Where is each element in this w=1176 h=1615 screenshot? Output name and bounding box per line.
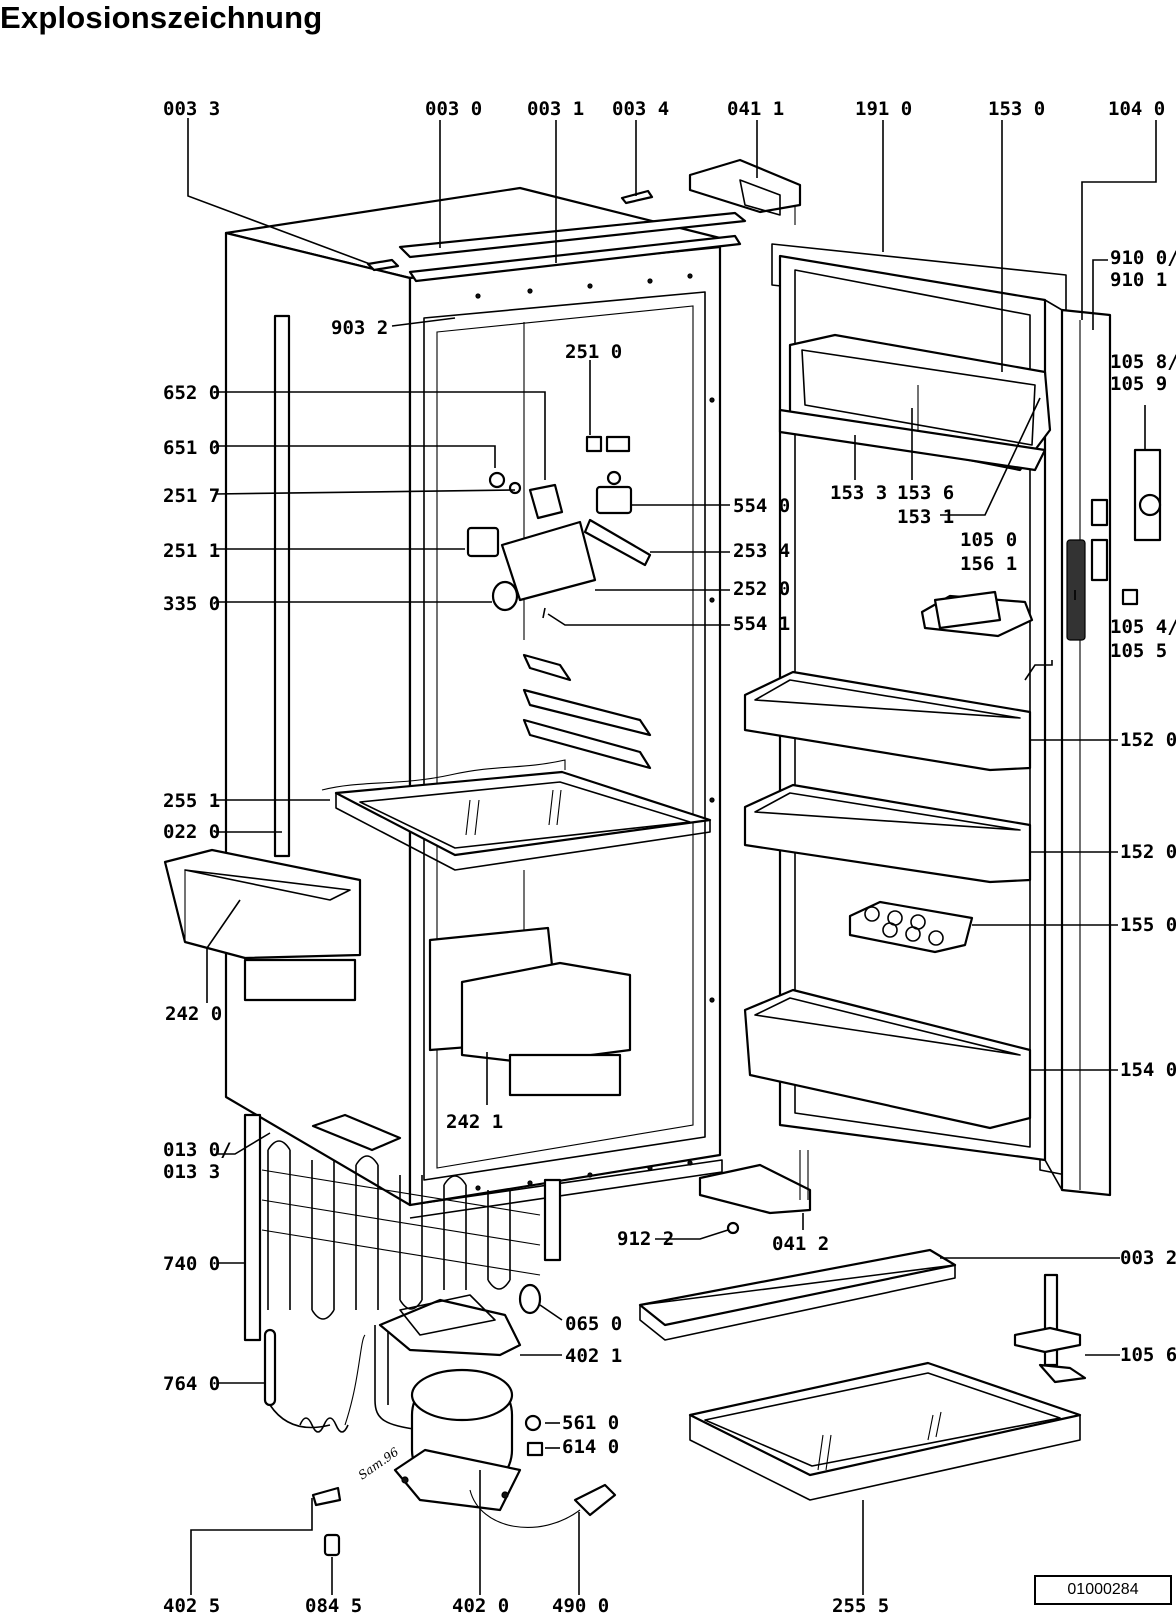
part-labels: 003 3 003 0 003 1 003 4 041 1 191 0 153 …	[163, 98, 1176, 1615]
top-hinge	[688, 158, 802, 225]
condenser	[243, 1113, 562, 1342]
label-0032: 003 2	[1120, 1247, 1176, 1269]
shelf-rails	[522, 653, 652, 770]
label-0031: 003 1	[527, 98, 584, 120]
small-parts	[311, 1486, 342, 1557]
door-shelf-1	[743, 670, 1032, 772]
label-1520-b: 152 0	[1120, 841, 1176, 863]
label-0030: 003 0	[425, 98, 482, 120]
door-lock-mechanism	[1090, 448, 1162, 606]
label-0650: 065 0	[565, 1313, 622, 1335]
label-1530: 153 0	[988, 98, 1045, 120]
compressor	[374, 1283, 617, 1528]
label-9122: 912 2	[617, 1228, 674, 1250]
label-2510: 251 0	[565, 341, 622, 363]
label-1059: 105 9	[1110, 373, 1167, 395]
label-4025: 402 5	[163, 1595, 220, 1615]
bottom-glass-shelf	[688, 1361, 1082, 1501]
label-1050: 105 0	[960, 529, 1017, 551]
label-0130: 013 0/	[163, 1139, 232, 1161]
label-0220: 022 0	[163, 821, 220, 843]
crisper-drawer-inner	[428, 926, 632, 1097]
label-1040: 104 0	[1108, 98, 1165, 120]
label-1536: 153 6	[897, 482, 954, 504]
label-6520: 652 0	[163, 382, 220, 404]
label-6140: 614 0	[562, 1436, 619, 1458]
label-4021: 402 1	[565, 1345, 622, 1367]
label-5541: 554 1	[733, 613, 790, 635]
label-1540: 154 0	[1120, 1059, 1176, 1081]
label-1531: 153 1	[897, 506, 954, 528]
label-7640: 764 0	[163, 1373, 220, 1395]
label-0033: 003 3	[163, 98, 220, 120]
label-1520-a: 152 0	[1120, 729, 1176, 751]
page-title: Explosionszeichnung	[0, 0, 323, 35]
label-2555: 255 5	[832, 1595, 889, 1615]
label-5540: 554 0	[733, 495, 790, 517]
label-7400: 740 0	[163, 1253, 220, 1275]
label-2534: 253 4	[733, 540, 790, 562]
leader-lines	[187, 118, 1157, 1595]
label-4900: 490 0	[552, 1595, 609, 1615]
label-3350: 335 0	[163, 593, 220, 615]
label-4020: 402 0	[452, 1595, 509, 1615]
label-1056: 105 6	[1120, 1344, 1176, 1366]
bottom-hinge	[698, 1150, 812, 1235]
handwritten-note: Sam.96	[356, 1444, 402, 1482]
label-1058: 105 8/	[1110, 351, 1176, 373]
capillary-tube	[263, 1328, 366, 1433]
label-1533: 153 3	[830, 482, 887, 504]
label-1550: 155 0	[1120, 914, 1176, 936]
door-bracket	[1013, 1273, 1087, 1384]
label-2520: 252 0	[733, 578, 790, 600]
label-6510: 651 0	[163, 437, 220, 459]
label-9100: 910 0/	[1110, 247, 1176, 269]
egg-tray	[848, 900, 974, 954]
label-1910: 191 0	[855, 98, 912, 120]
top-cover-strips	[366, 189, 747, 283]
door-shelf-2	[743, 783, 1032, 884]
label-9101: 910 1	[1110, 269, 1167, 291]
label-0412: 041 2	[772, 1233, 829, 1255]
glass-shelf	[321, 759, 712, 871]
thermostat-assembly	[466, 435, 652, 619]
crisper-drawer-left	[163, 848, 362, 1002]
door-shelf-bottle	[743, 988, 1032, 1130]
butter-dish	[920, 590, 1034, 638]
label-0411: 041 1	[727, 98, 784, 120]
label-2420: 242 0	[165, 1003, 222, 1025]
label-0133: 013 3	[163, 1161, 220, 1183]
evaporator-bar	[273, 314, 291, 858]
label-5610: 561 0	[562, 1412, 619, 1434]
label-2421: 242 1	[446, 1111, 503, 1133]
label-9032: 903 2	[331, 317, 388, 339]
cabinet-body	[224, 186, 723, 1219]
label-1054: 105 4/	[1110, 616, 1176, 638]
label-0034: 003 4	[612, 98, 669, 120]
label-1055: 105 5	[1110, 640, 1167, 662]
label-2517: 251 7	[163, 485, 220, 507]
label-2551: 255 1	[163, 790, 220, 812]
label-1561: 156 1	[960, 553, 1017, 575]
label-2511: 251 1	[163, 540, 220, 562]
drawing-reference-number: 01000284	[1034, 1575, 1172, 1605]
base-plate	[638, 1248, 957, 1341]
label-0845: 084 5	[305, 1595, 362, 1615]
